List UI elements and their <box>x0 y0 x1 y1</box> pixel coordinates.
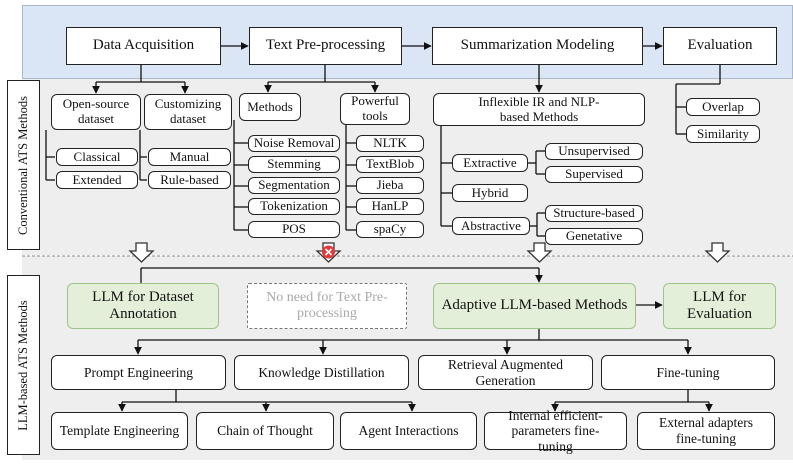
structure-based-box: Structure-based <box>545 205 643 222</box>
internal-peft-box: Internal efficient-parameters fine-tunin… <box>484 408 627 454</box>
data-acquisition-box: Data Acquisition <box>66 27 221 65</box>
prompt-engineering-box: Prompt Engineering <box>51 355 226 390</box>
classical-box: Classical <box>56 148 138 166</box>
llm-evaluation-box: LLM for Evaluation <box>663 283 776 329</box>
no-need-preprocessing-box: No need for Text Pre-processing <box>247 283 407 329</box>
overlap-box: Overlap <box>686 98 760 116</box>
similarity-box: Similarity <box>686 125 760 143</box>
methods-item: POS <box>248 221 340 238</box>
extended-box: Extended <box>56 171 138 189</box>
tools-item: spaCy <box>356 221 424 238</box>
tools-item: NLTK <box>356 135 424 152</box>
llm-dataset-annotation-box: LLM for Dataset Annotation <box>67 283 219 329</box>
template-engineering-box: Template Engineering <box>51 412 188 450</box>
methods-item: Noise Removal <box>248 135 340 152</box>
methods-item: Segmentation <box>248 177 340 194</box>
external-adapters-box: External adapters fine-tuning <box>637 412 775 450</box>
inflexible-methods-box: Inflexible IR and NLP-based Methods <box>433 93 645 126</box>
genetative-box: Genetative <box>545 228 643 245</box>
hybrid-box: Hybrid <box>452 184 528 202</box>
evaluation-box: Evaluation <box>663 27 777 65</box>
methods-box: Methods <box>239 93 301 121</box>
methods-item: Tokenization <box>248 198 340 215</box>
knowledge-distillation-box: Knowledge Distillation <box>234 355 409 390</box>
customizing-dataset-box: Customizing dataset <box>144 94 232 130</box>
rule-based-box: Rule-based <box>148 171 231 189</box>
abstractive-box: Abstractive <box>452 217 530 235</box>
supervised-box: Supervised <box>545 166 643 183</box>
methods-item: Stemming <box>248 156 340 173</box>
extractive-box: Extractive <box>452 154 528 172</box>
summarization-modeling-box: Summarization Modeling <box>432 27 643 65</box>
tools-item: Jieba <box>356 177 424 194</box>
chain-of-thought-box: Chain of Thought <box>196 412 334 450</box>
conventional-section-label: Conventional ATS Methods <box>7 80 40 250</box>
unsupervised-box: Unsupervised <box>545 143 643 160</box>
down-arrow-4 <box>704 242 731 263</box>
tools-item: TextBlob <box>356 156 424 173</box>
rag-box: Retrieval Augmented Generation <box>418 355 593 390</box>
down-arrow-3 <box>526 242 553 263</box>
llm-section-label: LLM-based ATS Methods <box>7 275 40 455</box>
text-preprocessing-box: Text Pre-processing <box>249 27 402 65</box>
down-arrow-1 <box>128 242 155 263</box>
powerful-tools-box: Powerful tools <box>340 93 410 125</box>
tools-item: HanLP <box>356 198 424 215</box>
agent-interactions-box: Agent Interactions <box>340 412 477 450</box>
fine-tuning-box: Fine-tuning <box>601 355 775 390</box>
manual-box: Manual <box>148 148 231 166</box>
open-source-dataset-box: Open-source dataset <box>51 94 141 130</box>
adaptive-llm-methods-box: Adaptive LLM-based Methods <box>433 283 636 329</box>
